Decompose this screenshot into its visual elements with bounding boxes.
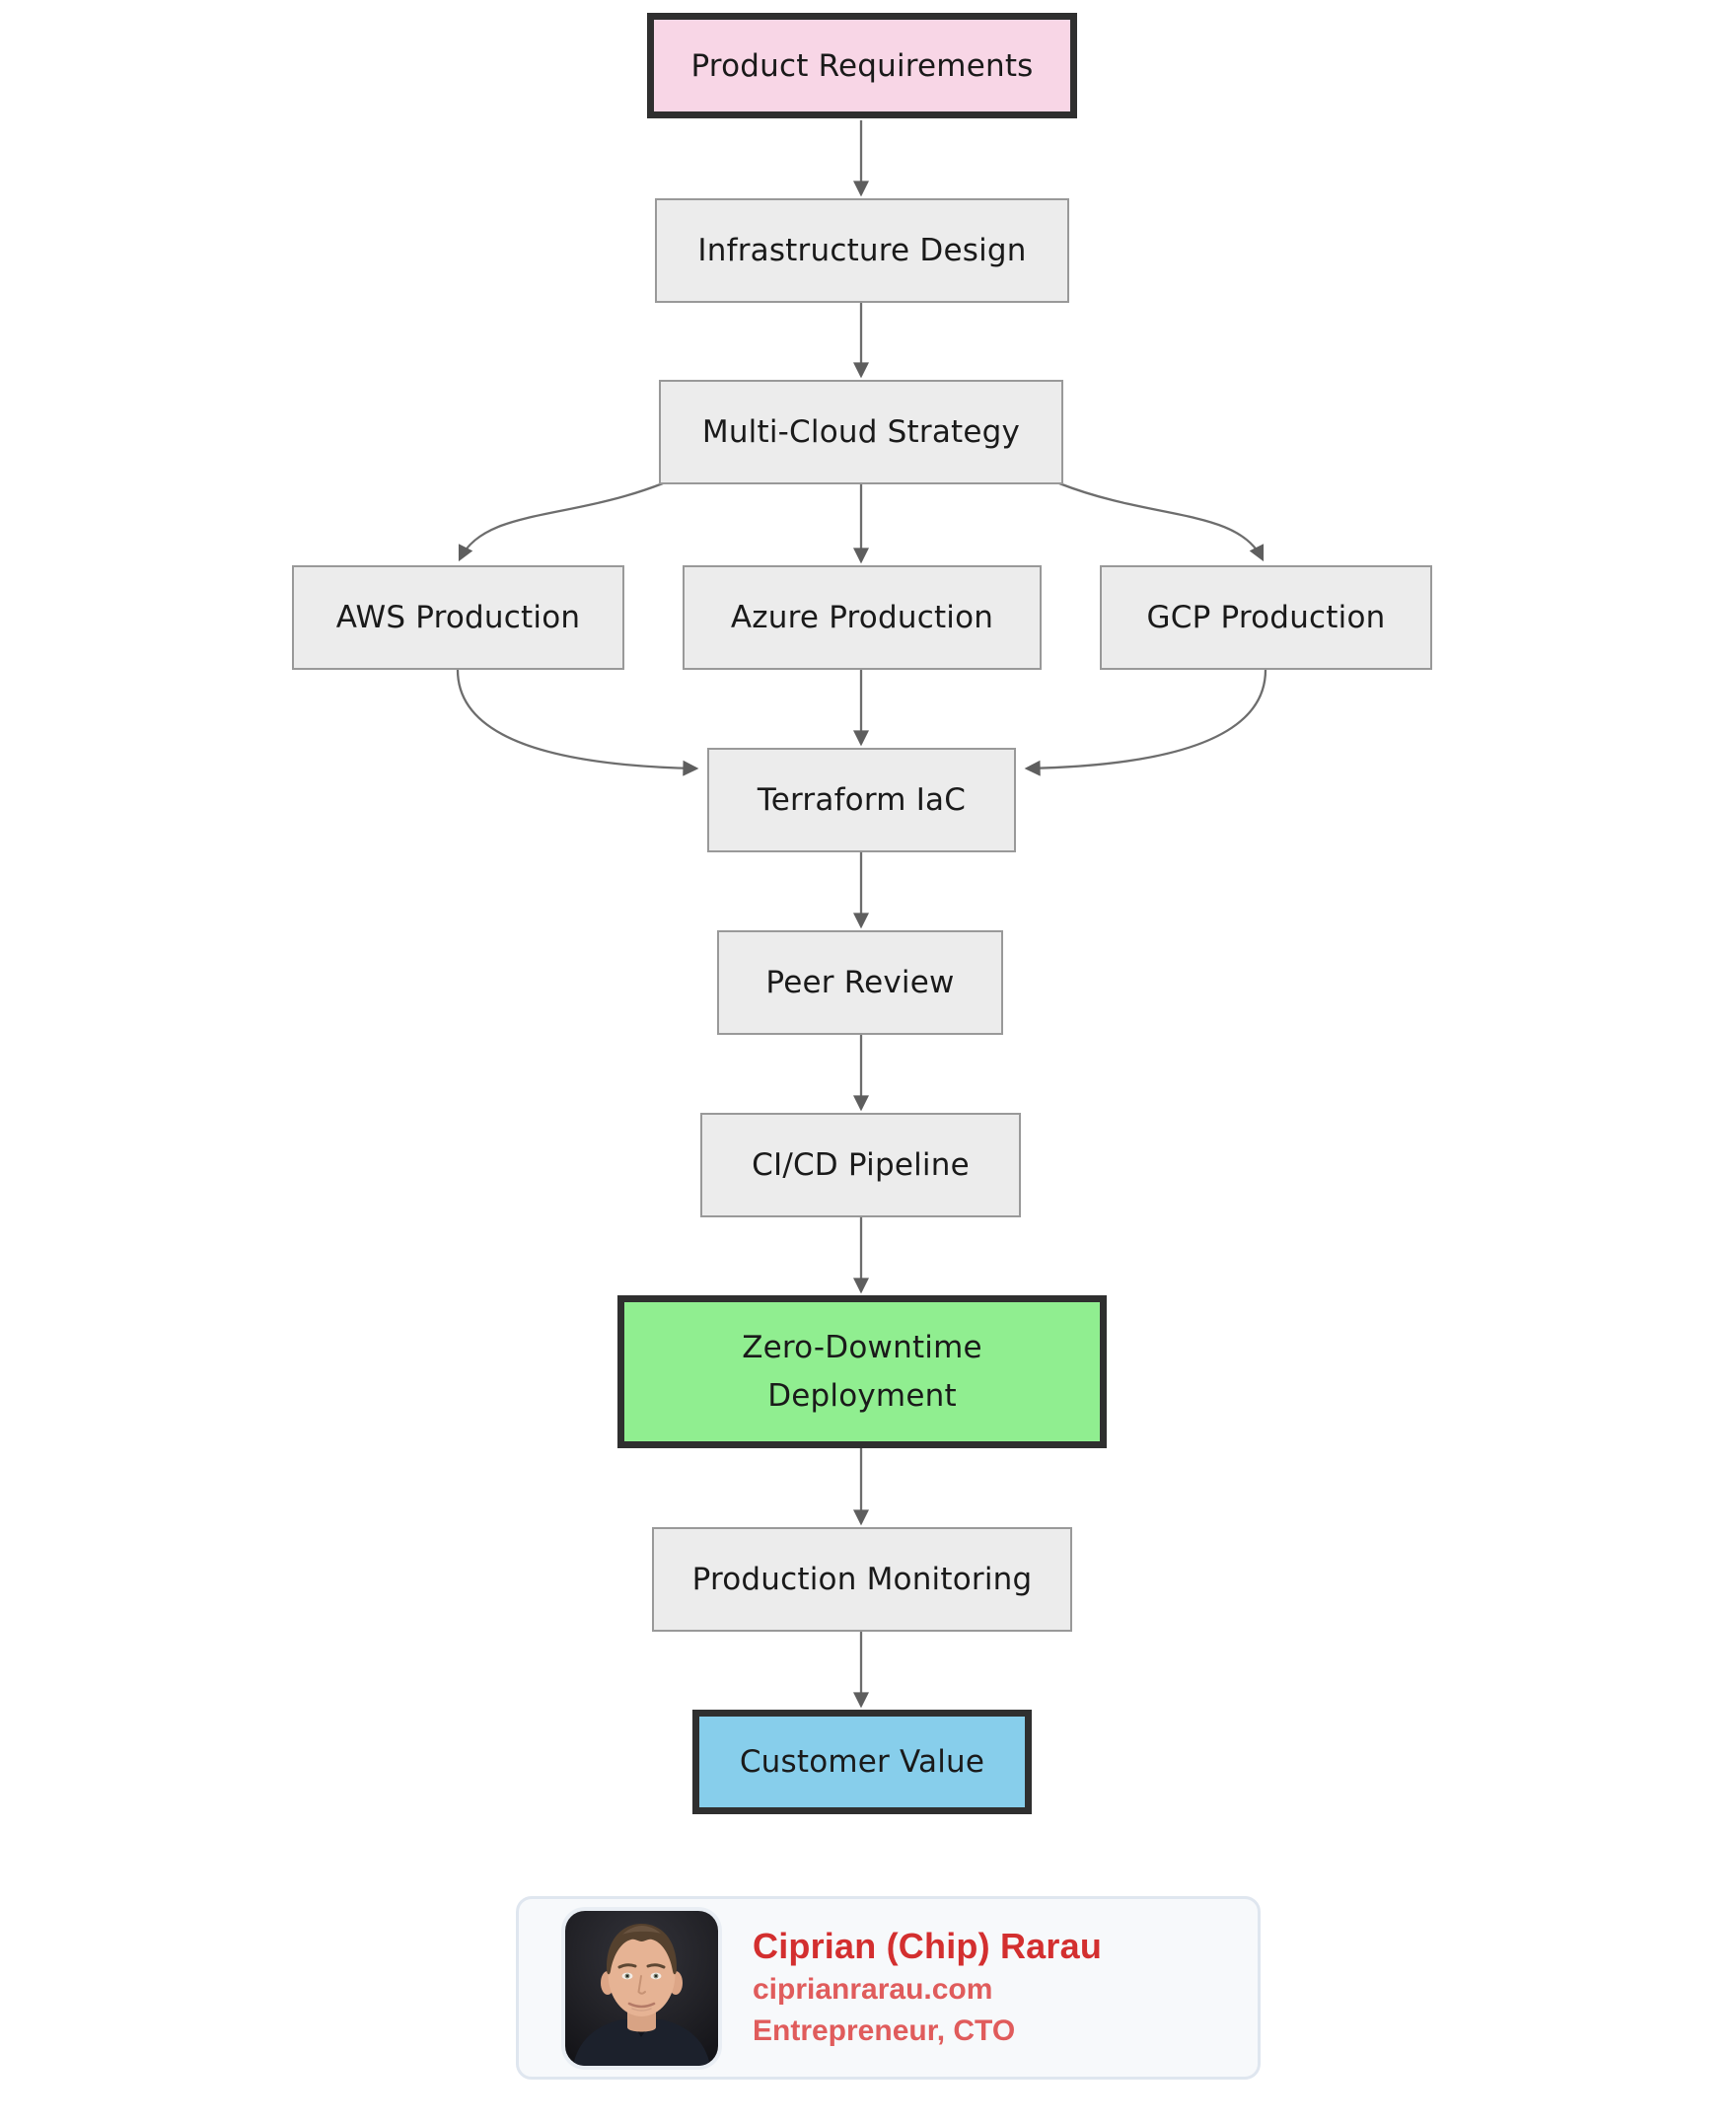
node-peer-review: Peer Review <box>717 930 1003 1035</box>
node-zero-downtime-deployment: Zero-Downtime Deployment <box>617 1295 1107 1448</box>
node-label: Production Monitoring <box>691 1562 1033 1597</box>
author-card-text: Ciprian (Chip) Rarau ciprianrarau.com En… <box>753 1924 1102 2052</box>
node-label: Product Requirements <box>690 47 1034 84</box>
node-terraform-iac: Terraform IaC <box>707 748 1016 852</box>
node-label: AWS Production <box>335 600 581 635</box>
avatar <box>565 1910 718 2066</box>
node-label: CI/CD Pipeline <box>752 1147 970 1183</box>
author-card: Ciprian (Chip) Rarau ciprianrarau.com En… <box>516 1896 1261 2080</box>
node-azure-production: Azure Production <box>683 565 1042 670</box>
node-gcp-production: GCP Production <box>1100 565 1432 670</box>
node-label: Azure Production <box>730 600 994 635</box>
edge-aws-to-terraform <box>456 669 699 776</box>
node-label: Multi-Cloud Strategy <box>701 414 1021 450</box>
node-label-line-2: Deployment <box>767 1377 957 1414</box>
node-product-requirements: Product Requirements <box>647 13 1077 118</box>
node-multi-cloud-strategy: Multi-Cloud Strategy <box>659 380 1063 484</box>
edge-strategy-to-gcp <box>1058 481 1265 562</box>
node-production-monitoring: Production Monitoring <box>652 1527 1072 1632</box>
author-website: ciprianrarau.com <box>753 1973 993 2006</box>
edge-strategy-to-aws <box>458 481 664 562</box>
node-infrastructure-design: Infrastructure Design <box>655 198 1069 303</box>
node-label: Infrastructure Design <box>697 233 1027 268</box>
portrait-photo <box>565 1910 718 2066</box>
edge-gcp-to-terraform <box>1024 669 1267 776</box>
node-label: Terraform IaC <box>757 782 967 818</box>
node-label-line-1: Zero-Downtime <box>742 1330 982 1366</box>
node-label: GCP Production <box>1146 600 1386 635</box>
node-label: Peer Review <box>765 965 955 1000</box>
node-aws-production: AWS Production <box>292 565 624 670</box>
node-label: Customer Value <box>739 1744 985 1780</box>
author-role: Entrepreneur, CTO <box>753 2014 1016 2047</box>
node-cicd-pipeline: CI/CD Pipeline <box>700 1113 1021 1217</box>
node-customer-value: Customer Value <box>692 1710 1032 1814</box>
author-name: Ciprian (Chip) Rarau <box>753 1926 1103 1966</box>
